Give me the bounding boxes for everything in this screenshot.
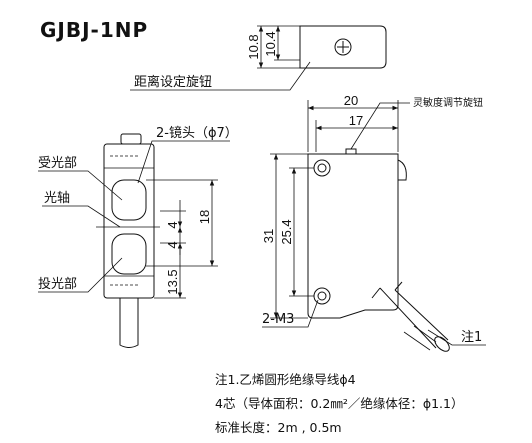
note-line-3: 标准长度：2m , 0.5m [215,420,342,435]
side-view: 灵敏度调节旋钮 注1 2-M3 20 17 31 25.4 [261,93,486,352]
label-lens: 2-镜头（ϕ7） [156,126,238,141]
model-title: GJBJ-1NP [40,18,148,42]
dim-20: 20 [344,93,358,108]
notes: 注1.乙烯圆形绝缘导线ϕ4 4芯（导体面积：0.2㎜²／绝缘体径：ϕ1.1） 标… [215,372,463,435]
dim-4-upper: 4 [165,221,180,228]
dim-10-4: 10.4 [263,31,278,56]
label-knob: 距离设定旋钮 [134,74,212,90]
note-line-1: 注1.乙烯圆形绝缘导线ϕ4 [215,372,356,387]
lens-receiver-icon [111,179,147,221]
mount-hole-bottom-icon [313,287,331,305]
dim-4-lower: 4 [165,241,180,248]
label-emitter: 投光部 [38,276,77,292]
label-axis: 光轴 [44,191,70,206]
dim-17: 17 [349,113,363,128]
label-note-ref: 注1 [461,330,482,345]
label-receiver: 受光部 [38,156,77,171]
front-view: 18 4 4 13.5 2-镜头（ϕ7） 受光部 光轴 投光部 [38,126,238,348]
lens-emitter-icon [111,233,147,275]
knob-detail: 10.8 10.4 距离设定旋钮 [130,25,387,91]
dim-25-4: 25.4 [279,219,294,244]
label-sensitivity: 灵敏度调节旋钮 [413,96,483,109]
mount-hole-top-icon [313,159,331,177]
dim-18: 18 [197,210,212,224]
dim-31: 31 [261,229,276,243]
dim-10-8: 10.8 [246,34,261,59]
label-mount: 2-M3 [262,312,294,327]
knob-circle-icon [334,38,352,56]
note-line-2: 4芯（导体面积：0.2㎜²／绝缘体径：ϕ1.1） [215,396,463,411]
dim-13-5: 13.5 [165,269,180,294]
